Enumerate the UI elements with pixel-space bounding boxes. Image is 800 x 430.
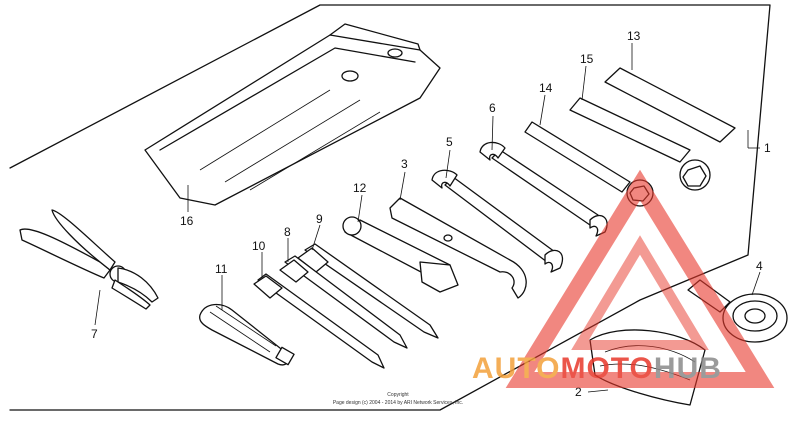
part-open-wrench-small [431, 169, 564, 273]
callout-6: 6 [489, 101, 496, 115]
callout-1: 1 [764, 141, 771, 155]
callout-13: 13 [627, 29, 641, 43]
part-screwdriver-handle [199, 303, 295, 366]
callout-15: 15 [580, 52, 594, 66]
callout-12: 12 [353, 181, 367, 195]
callout-3: 3 [401, 157, 408, 171]
copyright-line-2: Page design (c) 2004 - 2014 by ARI Netwo… [333, 400, 463, 406]
watermark-triangle-inner [571, 235, 709, 350]
callout-2: 2 [575, 385, 582, 399]
part-socket-tool [687, 279, 788, 343]
callout-10: 10 [252, 239, 266, 253]
watermark-triangle-logo [505, 169, 775, 388]
part-screwdriver-phillips [279, 255, 408, 349]
part-open-wrench-large [479, 141, 608, 237]
leader-lines [94, 43, 761, 393]
callout-5: 5 [446, 135, 453, 149]
part-plug-wrench [342, 216, 459, 293]
tool-bag [144, 23, 441, 206]
part-bar [604, 67, 736, 143]
callout-7: 7 [91, 327, 98, 341]
automotohub-watermark: AUTOMOTOHUB [472, 169, 775, 388]
part-pliers [19, 209, 159, 310]
callout-labels: 1 2 3 4 5 6 7 8 9 10 11 12 13 14 15 16 [91, 29, 771, 399]
part-screwdriver-shaft [253, 273, 385, 369]
callout-9: 9 [316, 212, 323, 226]
callout-11: 11 [215, 262, 228, 276]
copyright-line-1: Copyright [387, 392, 409, 398]
callout-14: 14 [539, 81, 553, 95]
part-handle [569, 97, 691, 163]
callout-16: 16 [180, 214, 194, 228]
callout-8: 8 [284, 225, 291, 239]
callout-4: 4 [756, 259, 763, 273]
part-pin-spanner [389, 197, 527, 299]
watermark-wordmark: AUTOMOTOHUB [472, 352, 722, 385]
